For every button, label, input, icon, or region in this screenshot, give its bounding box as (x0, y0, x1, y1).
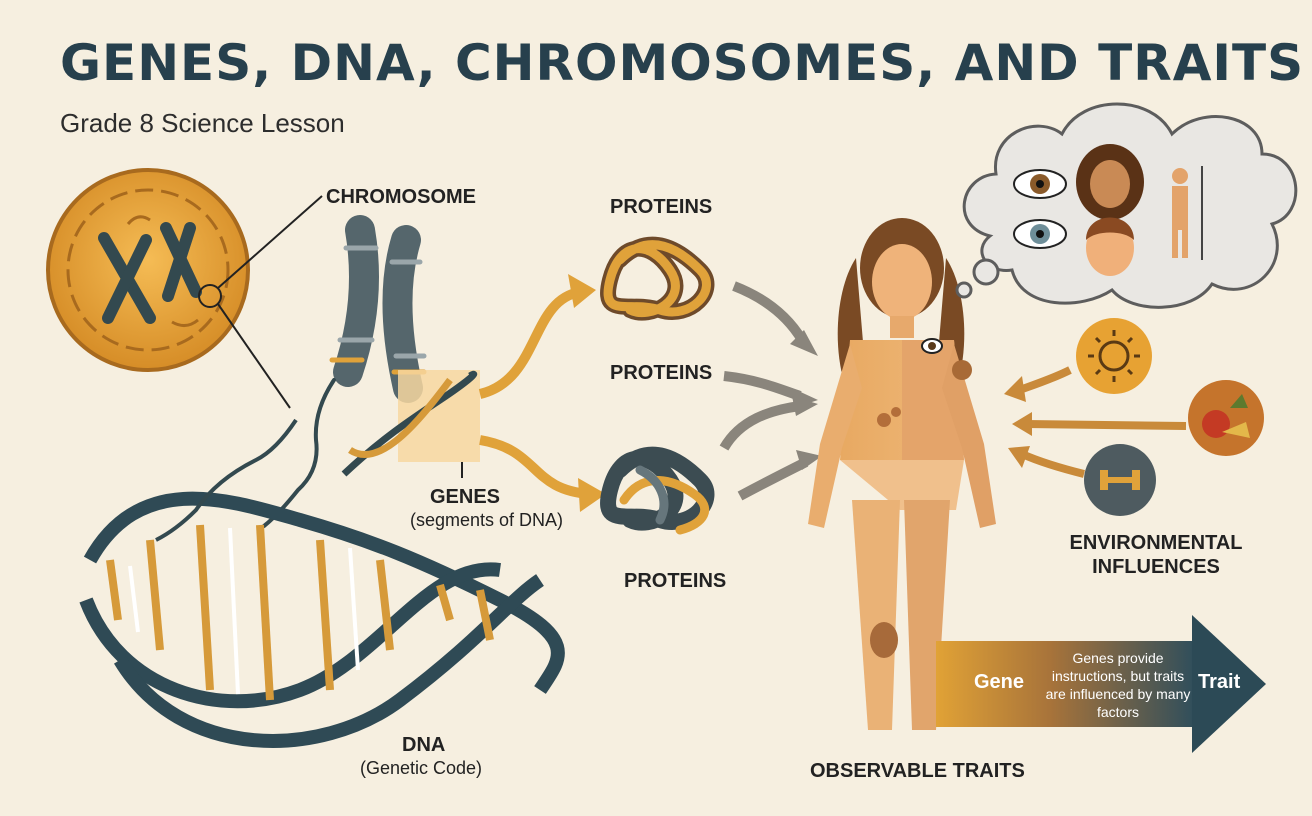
protein-icon-top (600, 236, 715, 321)
dna-label: DNA (402, 734, 446, 756)
chromosome-icon (262, 215, 427, 528)
dumbbell-icon (1084, 444, 1156, 516)
chromosome-label: CHROMOSOME (326, 186, 476, 208)
body-height-icon (1172, 166, 1203, 260)
gene-to-trait-end: Trait (1198, 671, 1241, 693)
genes-label: GENES (430, 486, 501, 508)
eye-icon (1013, 169, 1067, 249)
cell-icon (46, 168, 250, 372)
dna-helix-icon (79, 491, 565, 748)
page-title: GENES, DNA, CHROMOSOMES, AND TRAITS (60, 34, 1305, 92)
genes-note: (segments of DNA) (410, 510, 564, 530)
face-icon (1086, 217, 1134, 276)
gene-to-trait-arrow-head (1192, 615, 1266, 753)
observable-traits-label: OBSERVABLE TRAITS (810, 760, 1025, 782)
page-subtitle: Grade 8 Science Lesson (60, 108, 345, 138)
proteins-label-top: PROTEINS (610, 196, 713, 218)
hair-icon (1076, 144, 1144, 220)
sun-icon (1076, 318, 1152, 394)
gene-to-trait-arrow: Gene Genes provide instructions, but tra… (936, 615, 1266, 753)
dna-note: (Genetic Code) (360, 758, 483, 778)
proteins-label-middle: PROTEINS (610, 362, 713, 384)
proteins-label-bottom: PROTEINS (624, 570, 727, 592)
gene-to-trait-note: Genes provide instructions, but traits a… (1045, 650, 1191, 720)
gene-helix-icon (341, 370, 478, 477)
protein-icon-bottom (600, 446, 715, 535)
trait-thought-bubble (955, 102, 1298, 309)
gene-to-protein-arrows (478, 287, 591, 499)
environmental-label-line1: ENVIRONMENTAL (1069, 532, 1243, 554)
environmental-label-line2: INFLUENCES (1092, 556, 1220, 578)
food-icon (1188, 380, 1264, 456)
gene-to-trait-start: Gene (974, 671, 1025, 693)
gene-to-trait-arrow-body (936, 641, 1192, 727)
